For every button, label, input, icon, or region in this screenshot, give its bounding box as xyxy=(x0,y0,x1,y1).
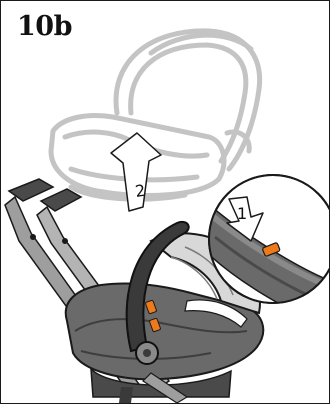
lifted-carseat-ghost xyxy=(51,31,260,199)
press-arrow-number: 1 xyxy=(237,204,247,223)
